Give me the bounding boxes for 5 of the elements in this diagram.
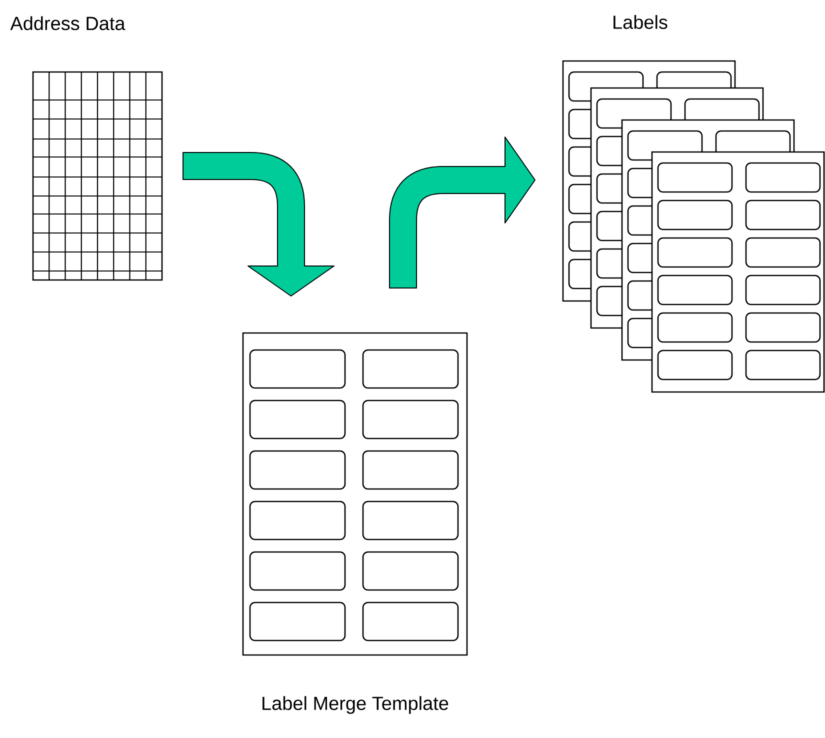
node-heading: Labels [614,15,668,29]
node-heading: Address Data [10,16,126,30]
block-arrow [389,136,536,288]
node-heading: Label Merge Template [262,696,448,714]
block-arrow [182,152,334,296]
